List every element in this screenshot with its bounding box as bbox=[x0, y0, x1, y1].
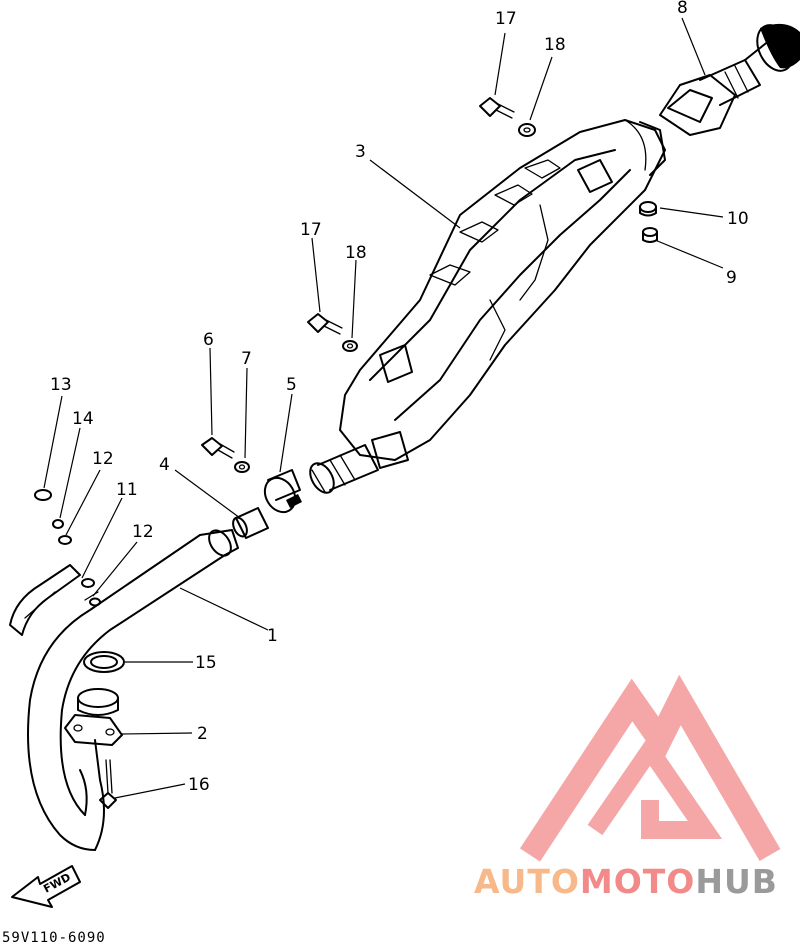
diagram-code: 59V110-6090 bbox=[2, 930, 106, 945]
exhaust-pipe-part-1 bbox=[27, 529, 239, 851]
bolt-part-16 bbox=[99, 759, 117, 809]
silencer-part-3 bbox=[339, 119, 666, 469]
silencer-inlet-pipe bbox=[309, 444, 379, 494]
watermark-triangle-outer bbox=[519, 674, 781, 862]
washer-part-18-upper bbox=[518, 123, 536, 137]
callout-12-upper: 12 bbox=[92, 449, 114, 469]
watermark-moto: MOTO bbox=[580, 862, 695, 901]
joint-sleeve-part-4 bbox=[232, 507, 269, 539]
washer-part-12-b bbox=[81, 578, 101, 607]
washer-part-12-a bbox=[58, 535, 72, 545]
clamp-part-5 bbox=[263, 469, 302, 514]
exhaust-flange-part-2 bbox=[64, 688, 123, 746]
callout-17-upper: 17 bbox=[495, 9, 517, 29]
svg-text:AUTOMOTOHUB: AUTOMOTOHUB bbox=[474, 862, 778, 901]
callout-9: 9 bbox=[726, 268, 737, 288]
leader-lines bbox=[43, 17, 724, 799]
watermark-hub: HUB bbox=[695, 862, 778, 901]
bolt-part-17-upper bbox=[479, 97, 515, 119]
callout-labels: 17 18 8 3 10 9 17 18 6 7 5 4 1 15 2 16 1… bbox=[50, 0, 749, 795]
callout-17-lower: 17 bbox=[300, 220, 322, 240]
callout-18-upper: 18 bbox=[544, 35, 566, 55]
callout-12-lower: 12 bbox=[132, 522, 154, 542]
callout-3: 3 bbox=[355, 142, 366, 162]
watermark-text: AUTOMOTOHUB bbox=[474, 862, 778, 901]
washer-part-18-lower bbox=[342, 340, 358, 352]
washer-part-14 bbox=[52, 519, 64, 529]
screw-part-13 bbox=[34, 489, 52, 501]
callout-1: 1 bbox=[267, 626, 278, 646]
forward-direction-arrow: FWD bbox=[11, 865, 81, 908]
tail-pipe-part-8 bbox=[659, 23, 800, 136]
callout-5: 5 bbox=[286, 375, 297, 395]
watermark-triangle-inner bbox=[587, 734, 723, 839]
watermark-logo bbox=[519, 674, 781, 862]
callout-4: 4 bbox=[159, 455, 170, 475]
heat-protector-part-11 bbox=[9, 564, 81, 636]
callout-2: 2 bbox=[197, 724, 208, 744]
bolt-part-6 bbox=[201, 437, 235, 459]
watermark-auto: AUTO bbox=[474, 862, 580, 901]
callout-18-lower: 18 bbox=[345, 243, 367, 263]
callout-8: 8 bbox=[677, 0, 688, 18]
bolt-part-17-lower bbox=[307, 313, 343, 335]
callout-6: 6 bbox=[203, 330, 214, 350]
callout-14: 14 bbox=[72, 409, 94, 429]
collar-part-9 bbox=[642, 227, 658, 243]
gasket-part-15 bbox=[83, 651, 125, 673]
callout-16: 16 bbox=[188, 775, 210, 795]
callout-10: 10 bbox=[727, 209, 749, 229]
washer-part-7 bbox=[234, 461, 250, 473]
callout-15: 15 bbox=[195, 653, 217, 673]
callout-7: 7 bbox=[241, 349, 252, 369]
grommet-part-10 bbox=[639, 201, 657, 217]
callout-11: 11 bbox=[116, 480, 138, 500]
callout-13: 13 bbox=[50, 375, 72, 395]
